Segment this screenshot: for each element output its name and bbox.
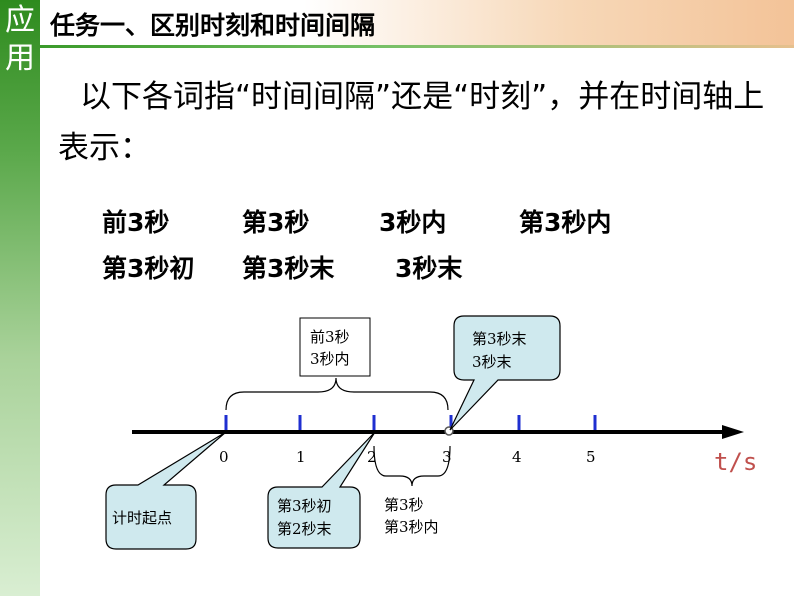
callout-point-3-line1: 第3秒末	[472, 330, 527, 348]
title-bar: 任务一、区别时刻和时间间隔	[40, 0, 794, 46]
bottom-brace-label-line2: 第3秒内	[384, 518, 439, 536]
sidebar-label-char-2: 用	[5, 41, 35, 76]
axis-unit-label: t/s	[714, 448, 757, 476]
top-brace-label-line2: 3秒内	[310, 350, 350, 368]
instruction-text: 以下各词指“时间间隔”还是“时刻”，并在时间轴上表示：	[58, 79, 765, 166]
bottom-interval-brace	[373, 445, 451, 487]
slide-title: 任务一、区别时刻和时间间隔	[50, 11, 376, 40]
term-3rd-second: 第3秒	[242, 208, 310, 237]
tick-label-2: 2	[367, 448, 377, 466]
top-brace-label-box	[299, 317, 371, 377]
term-within-3rd-second: 第3秒内	[519, 208, 612, 237]
term-end-of-3rd-second: 第3秒末	[242, 254, 335, 283]
term-within-3-seconds: 3秒内	[379, 208, 447, 237]
callout-point-3	[449, 315, 561, 431]
tick-label-4: 4	[512, 448, 522, 466]
tick-label-1: 1	[296, 448, 306, 466]
callout-point-3-line2: 3秒末	[472, 353, 512, 371]
sidebar-label: 应 用	[0, 2, 40, 78]
callout-origin	[105, 431, 227, 550]
sidebar-label-char-1: 应	[5, 3, 35, 38]
callout-point-2	[267, 431, 376, 549]
top-brace-label-line1: 前3秒	[310, 328, 350, 346]
sidebar: 应 用	[0, 0, 40, 596]
callout-point-2-line2: 第2秒末	[277, 520, 332, 538]
callout-origin-label: 计时起点	[112, 509, 172, 527]
tick-label-5: 5	[586, 448, 596, 466]
axis-arrowhead	[722, 425, 744, 439]
top-interval-brace	[225, 377, 449, 411]
callout-point-2-line1: 第3秒初	[277, 497, 332, 515]
term-first-3-seconds: 前3秒	[102, 208, 170, 237]
tick-label-0: 0	[219, 448, 229, 466]
bottom-brace-label-line1: 第3秒	[384, 496, 424, 514]
term-end-of-3-seconds: 3秒末	[395, 254, 463, 283]
tick-label-3: 3	[442, 448, 452, 466]
term-start-of-3rd-second: 第3秒初	[102, 254, 195, 283]
title-divider	[40, 45, 794, 48]
